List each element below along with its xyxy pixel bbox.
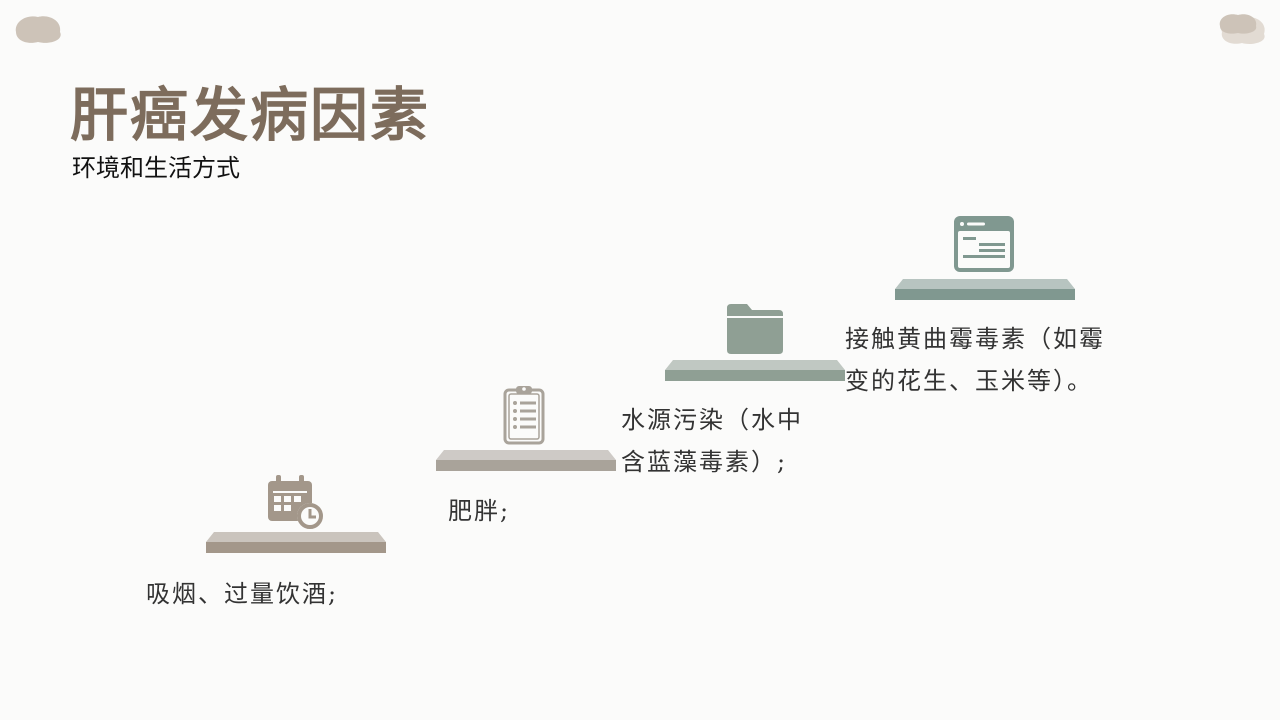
clipboard-list-icon — [503, 386, 545, 445]
step-caption-3: 水源污染（水中 含蓝藻毒素）; — [621, 399, 803, 483]
step-water-pollution — [665, 300, 845, 390]
step-caption-1: 吸烟、过量饮酒; — [146, 573, 338, 615]
calendar-clock-icon — [268, 475, 323, 529]
shelf-platform — [895, 279, 1075, 300]
shelf-platform — [206, 532, 386, 553]
caption-line: 吸烟、过量饮酒; — [146, 580, 339, 608]
caption-line: 肥胖; — [448, 497, 511, 525]
slide-title: 肝癌发病因素 — [70, 81, 431, 149]
caption-line: 变的花生、玉米等）。 — [845, 367, 1093, 395]
step-aflatoxin — [895, 215, 1075, 305]
slide-subtitle: 环境和生活方式 — [72, 154, 240, 182]
step-caption-4: 接触黄曲霉毒素（如霉 变的花生、玉米等）。 — [845, 318, 1105, 402]
step-obesity — [436, 384, 616, 474]
caption-line: 含蓝藻毒素）; — [621, 448, 788, 476]
stone-decoration-top-left — [15, 16, 61, 43]
step-caption-2: 肥胖; — [448, 490, 510, 532]
shelf-platform — [436, 450, 616, 471]
caption-line: 水源污染（水中 — [621, 406, 803, 434]
folder-icon — [727, 304, 783, 354]
browser-window-icon — [954, 216, 1014, 272]
caption-line: 接触黄曲霉毒素（如霉 — [845, 325, 1105, 353]
stone-decoration-top-right — [1219, 14, 1265, 44]
step-smoking-drinking — [206, 470, 386, 560]
shelf-platform — [665, 360, 845, 381]
